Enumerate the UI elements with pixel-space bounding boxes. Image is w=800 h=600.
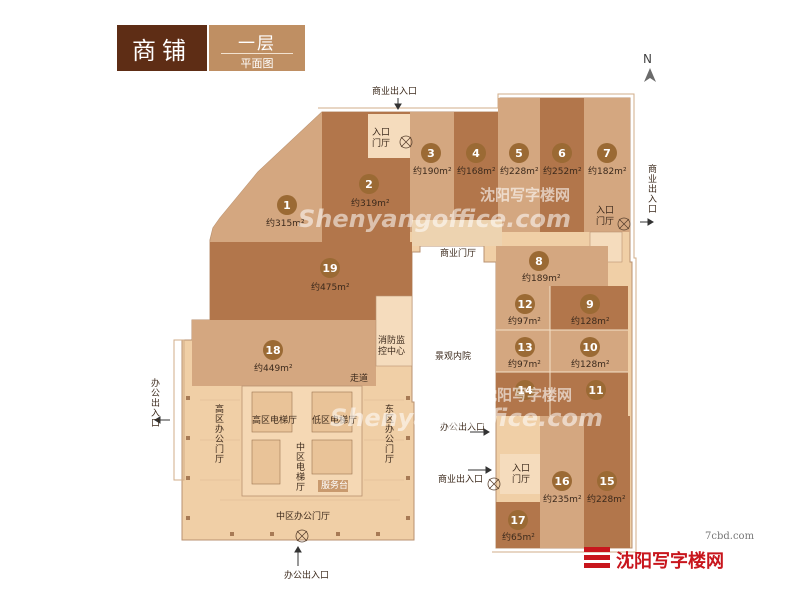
shop-18-area [192,320,376,386]
shop-12-area-label: 约97m² [508,317,541,327]
label-corridor: 走道 [350,374,369,384]
label-east-zone-lobby: 东区办公门厅 [383,404,393,464]
watermark-url-top: Shenyangoffice.com [298,205,571,233]
shop-11-badge: 11 [586,380,606,400]
watermark-cn-mid: 沈阳写字楼网 [482,386,573,404]
elevator-bank-mid [311,439,353,475]
label-low-elevator: 低区电梯厅 [312,416,358,426]
label-office-entrance-left: 办公出入口 [149,378,159,428]
label-entrance-lobby-right: 入口门厅 [596,206,615,227]
floor-name: 一层 [238,34,276,54]
shop-10-area-label: 约128m² [571,360,610,370]
shop-8-area [496,246,608,286]
label-commercial-entrance-top: 商业出入口 [372,87,418,97]
elevator-bank-high [251,391,293,433]
shop-7-badge: 7 [597,143,617,163]
watermark-url-mid: Shenyangoffice.com [330,404,603,432]
floor-label-box: 一层 平面图 [209,25,305,71]
shop-16-area-label: 约235m² [543,495,582,505]
north-arrow-icon: N [640,52,660,88]
shop-3-area-label: 约190m² [413,167,452,177]
shop-19-area-label: 约475m² [311,283,350,293]
shop-12-badge: 12 [515,294,535,314]
shop-9-badge: 9 [580,294,600,314]
shop-3-area [410,112,454,232]
label-office-entrance-bottom: 办公出入口 [284,571,330,581]
stair-core-left [251,439,281,485]
shop-6-area [540,98,584,232]
shop-17-badge: 17 [508,510,528,530]
shop-16-badge: 16 [552,471,572,491]
shop-10-badge: 10 [580,337,600,357]
shop-15-badge: 15 [597,471,617,491]
shop-13-area-label: 约97m² [508,360,541,370]
section-title: 商铺 [117,25,207,71]
left-terrace [173,339,185,481]
label-mid-elevator: 中区电梯厅 [294,442,304,492]
plan-subtitle: 平面图 [240,57,274,70]
shop-9-area-label: 约128m² [571,317,610,327]
shop-7-area [584,98,630,232]
shop-19-badge: 19 [320,258,340,278]
label-mid-zone-lobby: 中区办公门厅 [276,512,331,522]
label-commercial-entrance-lower: 商业出入口 [438,475,484,485]
compass-letter: N [643,52,652,66]
elevator-bank-low [311,391,353,433]
shop-17-area-label: 约65m² [502,533,535,543]
shop-4-area-label: 约168m² [457,167,496,177]
shop-15-area-label: 约228m² [587,495,626,505]
shop-18-badge: 18 [263,340,283,360]
label-fire-control: 消防监控中心 [378,336,406,357]
shop-2-badge: 2 [359,174,379,194]
shop-8-badge: 8 [529,251,549,271]
label-commercial-lobby: 商业门厅 [440,249,477,259]
divider [221,53,293,54]
label-entrance-lobby-top: 入口门厅 [372,128,391,149]
entrance-lobby-lower [500,454,540,494]
service-desk-box [318,480,348,492]
shop-8-area-label: 约189m² [522,274,561,284]
shop-5-area [498,98,540,232]
shop-7-area-label: 约182m² [588,167,627,177]
label-entrance-lobby-lower: 入口门厅 [512,464,531,485]
shop-4-badge: 4 [466,143,486,163]
site-url: 7cbd.com [705,531,755,542]
label-commercial-entrance-right: 商业出入口 [646,164,656,214]
shop-4-area [454,112,498,232]
shop-6-badge: 6 [552,143,572,163]
brand-name: 沈阳写字楼网 [616,551,724,572]
service-core-top [412,220,502,246]
fire-control-room [375,295,413,367]
shop-18-area-label: 约449m² [254,364,293,374]
shop-3-badge: 3 [421,143,441,163]
label-office-entrance-mid: 办公出入口 [440,423,486,433]
shop-5-area-label: 约228m² [500,167,539,177]
shop-1-area-label: 约315m² [266,219,305,229]
label-landscape-courtyard: 景观内院 [435,352,472,362]
label-service-desk: 服务台 [321,481,349,491]
shop-2-area-label: 约319m² [351,199,390,209]
shop-19-area [210,242,412,320]
shop-13-badge: 13 [515,337,535,357]
shop-1-badge: 1 [277,195,297,215]
shop-6-area-label: 约252m² [543,167,582,177]
brand-logo: 沈阳写字楼网 [582,543,786,573]
watermark-cn-top: 沈阳写字楼网 [480,186,571,204]
shop-14-badge: 14 [515,380,535,400]
label-high-zone-lobby: 高区办公门厅 [213,404,223,464]
label-high-elevator: 高区电梯厅 [252,416,298,426]
shop-5-badge: 5 [509,143,529,163]
